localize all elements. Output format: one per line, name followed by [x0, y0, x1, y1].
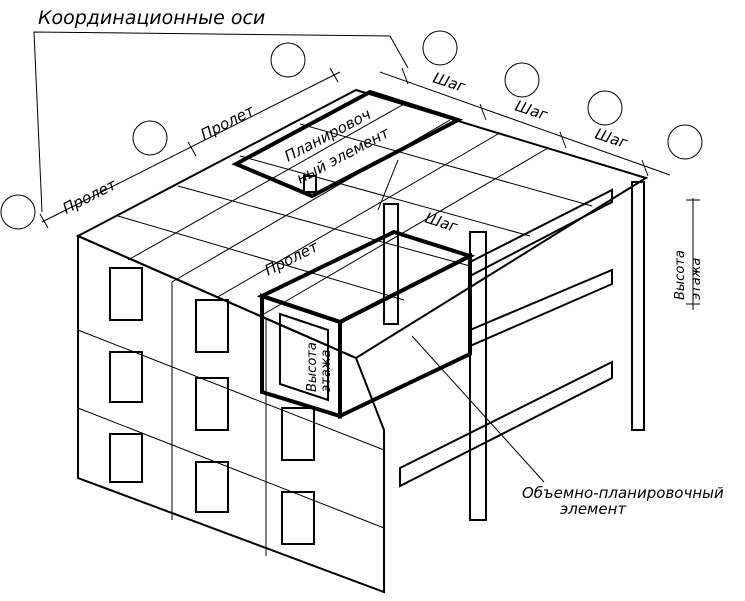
facade-wall: [77, 234, 385, 594]
axis-bubbles: [0, 30, 703, 230]
volume-element-label-line2: элемент: [560, 500, 627, 518]
axis-leader-lines: [33, 31, 409, 213]
planning-element: [231, 89, 464, 199]
inner-floor-height-label-line2: этажа: [319, 350, 334, 392]
window: [195, 377, 229, 431]
axis-bubble-7: [667, 124, 703, 160]
axis-bubble-1: [0, 194, 36, 230]
span-label-1: Пролет: [60, 175, 121, 218]
dimension-lines: [39, 67, 700, 310]
floor-height-label-line1: Высота: [673, 250, 688, 300]
window: [195, 461, 229, 513]
window: [281, 407, 315, 461]
step-label-4: Шаг: [423, 209, 460, 236]
window: [109, 433, 143, 483]
volume-planning-element: [256, 229, 476, 420]
inner-floor-height-label-line1: Высота: [305, 342, 320, 392]
title-label: Координационные оси: [38, 7, 265, 29]
span-label-2: Пролет: [198, 101, 259, 144]
roof-slab: [75, 88, 649, 360]
axis-bubble-3: [270, 42, 306, 78]
axis-bubble-6: [587, 90, 623, 126]
window: [195, 299, 229, 353]
floor-height-label-line2: этажа: [689, 258, 704, 300]
axis-bubble-5: [504, 62, 540, 98]
window: [109, 267, 143, 321]
step-label-3: Шаг: [593, 125, 630, 152]
windows: [109, 267, 315, 545]
volume-element-label-line1: Объемно-планировочный: [522, 484, 724, 502]
axis-bubble-4: [422, 30, 458, 66]
window: [281, 491, 315, 545]
axis-bubble-2: [132, 120, 168, 156]
interior-frame: [383, 181, 645, 521]
step-label-2: Шаг: [513, 97, 550, 124]
window: [109, 351, 143, 403]
